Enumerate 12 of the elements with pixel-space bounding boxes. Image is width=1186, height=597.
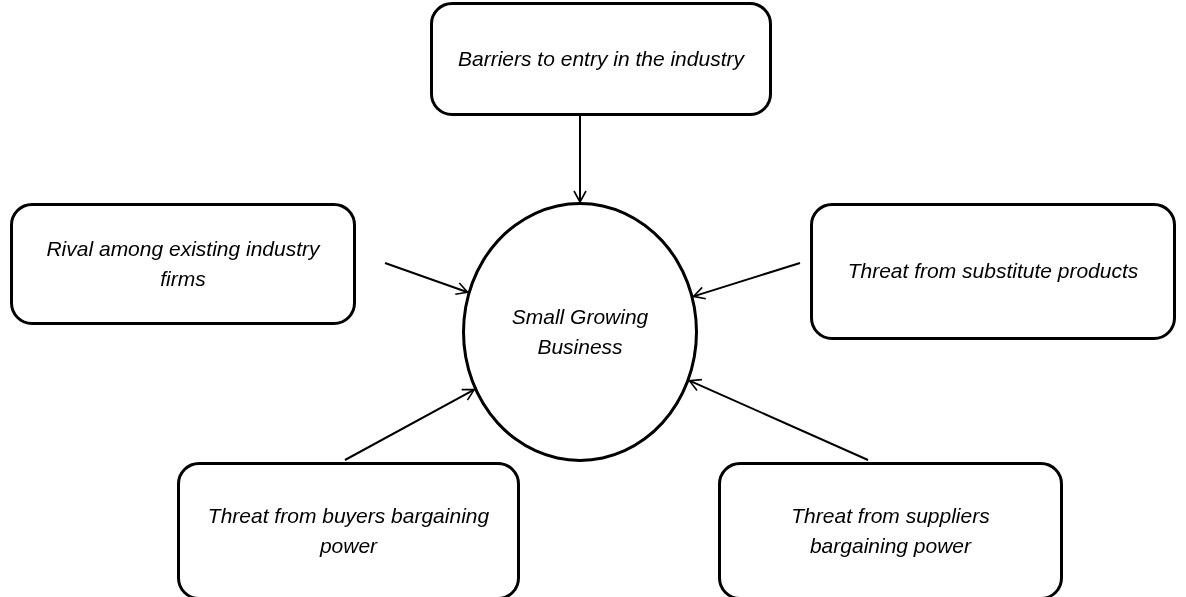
process-box <box>430 2 772 116</box>
node-label: Threat from buyers bargaining power <box>206 502 491 559</box>
node-label: Barriers to entry in the industry <box>458 45 744 72</box>
node-label: Threat from suppliers bargaining power <box>790 502 991 559</box>
process-box <box>10 203 356 325</box>
process-box <box>718 462 1063 597</box>
process-box <box>177 462 520 597</box>
node-label: Threat from substitute products <box>847 258 1139 285</box>
process-box <box>810 203 1176 340</box>
node-label: Rival among existing industry firms <box>45 235 322 292</box>
arrow <box>573 115 587 203</box>
node-label: Small Growing Business <box>510 303 650 360</box>
